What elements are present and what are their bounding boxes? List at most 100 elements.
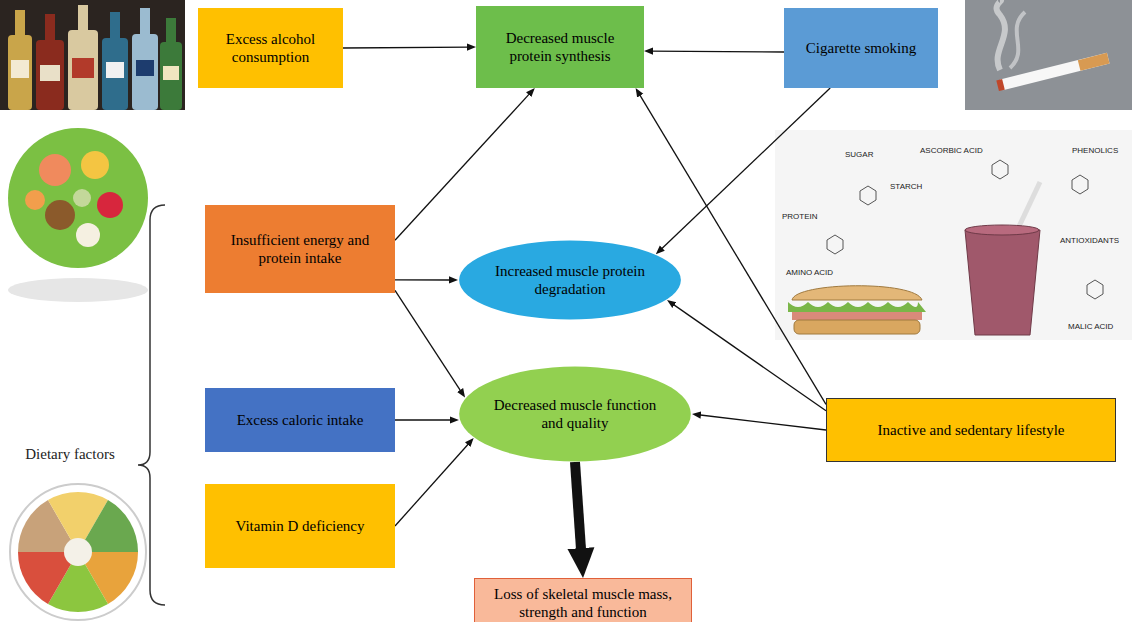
node-label: Increased muscle protein degradation <box>492 262 648 298</box>
dietary-factor-box: Insufficient energy and protein intake <box>205 205 395 293</box>
liquor-bottles-photo-part <box>68 30 98 110</box>
liquor-bottles-photo-part <box>140 8 150 35</box>
factor-box: Inactive and sedentary lifestyle <box>826 398 1116 462</box>
node-label: Insufficient energy and protein intake <box>213 231 387 267</box>
cigarette-photo-part <box>996 0 1004 70</box>
food-plate-photo-part <box>64 538 92 566</box>
nutrient-sketch-part <box>775 130 1132 340</box>
nutrient-sketch-part <box>794 320 920 334</box>
food-bowl-photo-part <box>39 154 71 186</box>
cigarette-photo-part <box>965 0 1132 110</box>
dietary-factor-box: Vitamin D deficiency <box>205 484 395 568</box>
liquor-bottles-photo-part <box>166 18 176 43</box>
connector-arrow <box>343 46 470 48</box>
liquor-bottles-photo-part <box>106 62 124 78</box>
cigarette-photo-part <box>1010 12 1025 68</box>
node-label: Inactive and sedentary lifestyle <box>877 421 1064 439</box>
food-bowl-photo-part <box>81 151 109 179</box>
outcome-box: Loss of skeletal muscle mass, strength a… <box>474 578 692 622</box>
node-label: Excess caloric intake <box>237 411 364 429</box>
liquor-bottles-photo-part <box>136 60 154 76</box>
cigarette-photo-part-part <box>996 79 1004 91</box>
nutrient-sketch-part <box>788 302 926 312</box>
connector-arrow <box>639 93 826 404</box>
liquor-bottles-photo-part <box>11 60 29 78</box>
node-label: Cigarette smoking <box>806 39 916 57</box>
nutrient-sketch-part <box>860 186 876 205</box>
liquor-bottles-photo-part <box>0 0 185 110</box>
nutrient-sketch-part <box>965 225 1039 235</box>
connector-arrow <box>395 290 462 392</box>
ellipse-outline <box>458 366 692 462</box>
liquor-bottles-photo-part <box>160 42 182 110</box>
sketch-label: PROTEIN <box>782 212 818 222</box>
liquor-bottles-photo-part <box>132 34 158 110</box>
nutrient-sketch-part <box>1087 280 1103 299</box>
sketch-label: PHENOLICS <box>1072 146 1118 156</box>
liquor-bottles-photo-part <box>72 58 94 78</box>
connector-arrow <box>660 88 830 250</box>
food-bowl-photo-part <box>8 278 148 302</box>
food-plate-photo-part <box>10 484 146 620</box>
nutrient-sketch-part <box>965 230 1040 335</box>
ellipse-outline <box>458 240 682 320</box>
dietary-bracket <box>138 205 165 605</box>
liquor-bottles-photo-part <box>110 12 120 39</box>
connector-arrow <box>395 279 452 280</box>
food-bowl-photo <box>8 128 148 302</box>
nutrient-sketch-part <box>792 312 922 320</box>
food-bowl-photo-part <box>25 190 45 210</box>
cigarette-photo-part-part <box>1000 53 1109 90</box>
sketch-label: AMINO ACID <box>786 268 833 278</box>
liquor-bottles-photo-part <box>45 14 55 41</box>
node-label: Decreased muscle function and quality <box>493 396 657 432</box>
nutrient-sketch-part <box>827 235 843 254</box>
factor-box: Cigarette smoking <box>784 8 938 88</box>
cigarette-photo-part-part <box>1078 53 1110 71</box>
liquor-bottles-photo <box>0 0 185 110</box>
nutrient-sketch-part <box>1072 175 1088 194</box>
effect-ellipse: Increased muscle protein degradation <box>458 240 682 320</box>
liquor-bottles-photo-part <box>78 5 88 31</box>
liquor-bottles-photo-part <box>8 35 32 110</box>
sketch-label: MALIC ACID <box>1068 322 1113 332</box>
node-label: Decreased muscle protein synthesis <box>484 29 636 65</box>
connector-arrow <box>395 93 531 241</box>
connector-arrow <box>650 50 784 52</box>
food-bowl-photo-part <box>76 223 100 247</box>
food-bowl-photo-part <box>73 189 91 207</box>
liquor-bottles-photo-part <box>15 10 25 36</box>
cigarette-photo <box>965 0 1132 110</box>
ellipse-fill <box>459 366 691 461</box>
nutrient-sketch-part <box>992 160 1008 179</box>
food-plate-photo <box>10 484 146 620</box>
nutrient-sketch-part <box>792 286 922 300</box>
sketch-label: SUGAR <box>845 150 873 160</box>
node-label: Excess alcohol consumption <box>206 30 335 66</box>
effect-ellipse: Decreased muscle function and quality <box>458 366 692 462</box>
effect-box: Decreased muscle protein synthesis <box>476 6 644 88</box>
sketch-label: ANTIOXIDANTS <box>1060 236 1119 246</box>
connector-arrow <box>395 443 469 526</box>
node-label: Vitamin D deficiency <box>235 517 364 535</box>
sketch-label: STARCH <box>890 182 922 192</box>
cigarette-photo-part <box>996 53 1109 91</box>
connector-arrow <box>395 419 453 420</box>
food-bowl-photo-part <box>97 192 123 218</box>
connector-arrow <box>698 415 826 430</box>
nutrient-sketch <box>775 130 1132 340</box>
liquor-bottles-photo-part <box>40 65 60 81</box>
factor-box: Excess alcohol consumption <box>198 8 343 88</box>
group-label: Dietary factors <box>20 445 120 463</box>
food-bowl-photo-part <box>45 200 75 230</box>
connector-arrow <box>672 304 826 411</box>
block-arrow <box>575 462 581 554</box>
node-label: Loss of skeletal muscle mass, strength a… <box>483 585 683 621</box>
liquor-bottles-photo-part <box>36 40 64 110</box>
sketch-label: ASCORBIC ACID <box>920 146 983 156</box>
food-bowl-photo-part <box>8 128 148 268</box>
liquor-bottles-photo-part <box>102 38 128 110</box>
ellipse-fill <box>459 240 681 319</box>
dietary-factor-box: Excess caloric intake <box>205 388 395 452</box>
